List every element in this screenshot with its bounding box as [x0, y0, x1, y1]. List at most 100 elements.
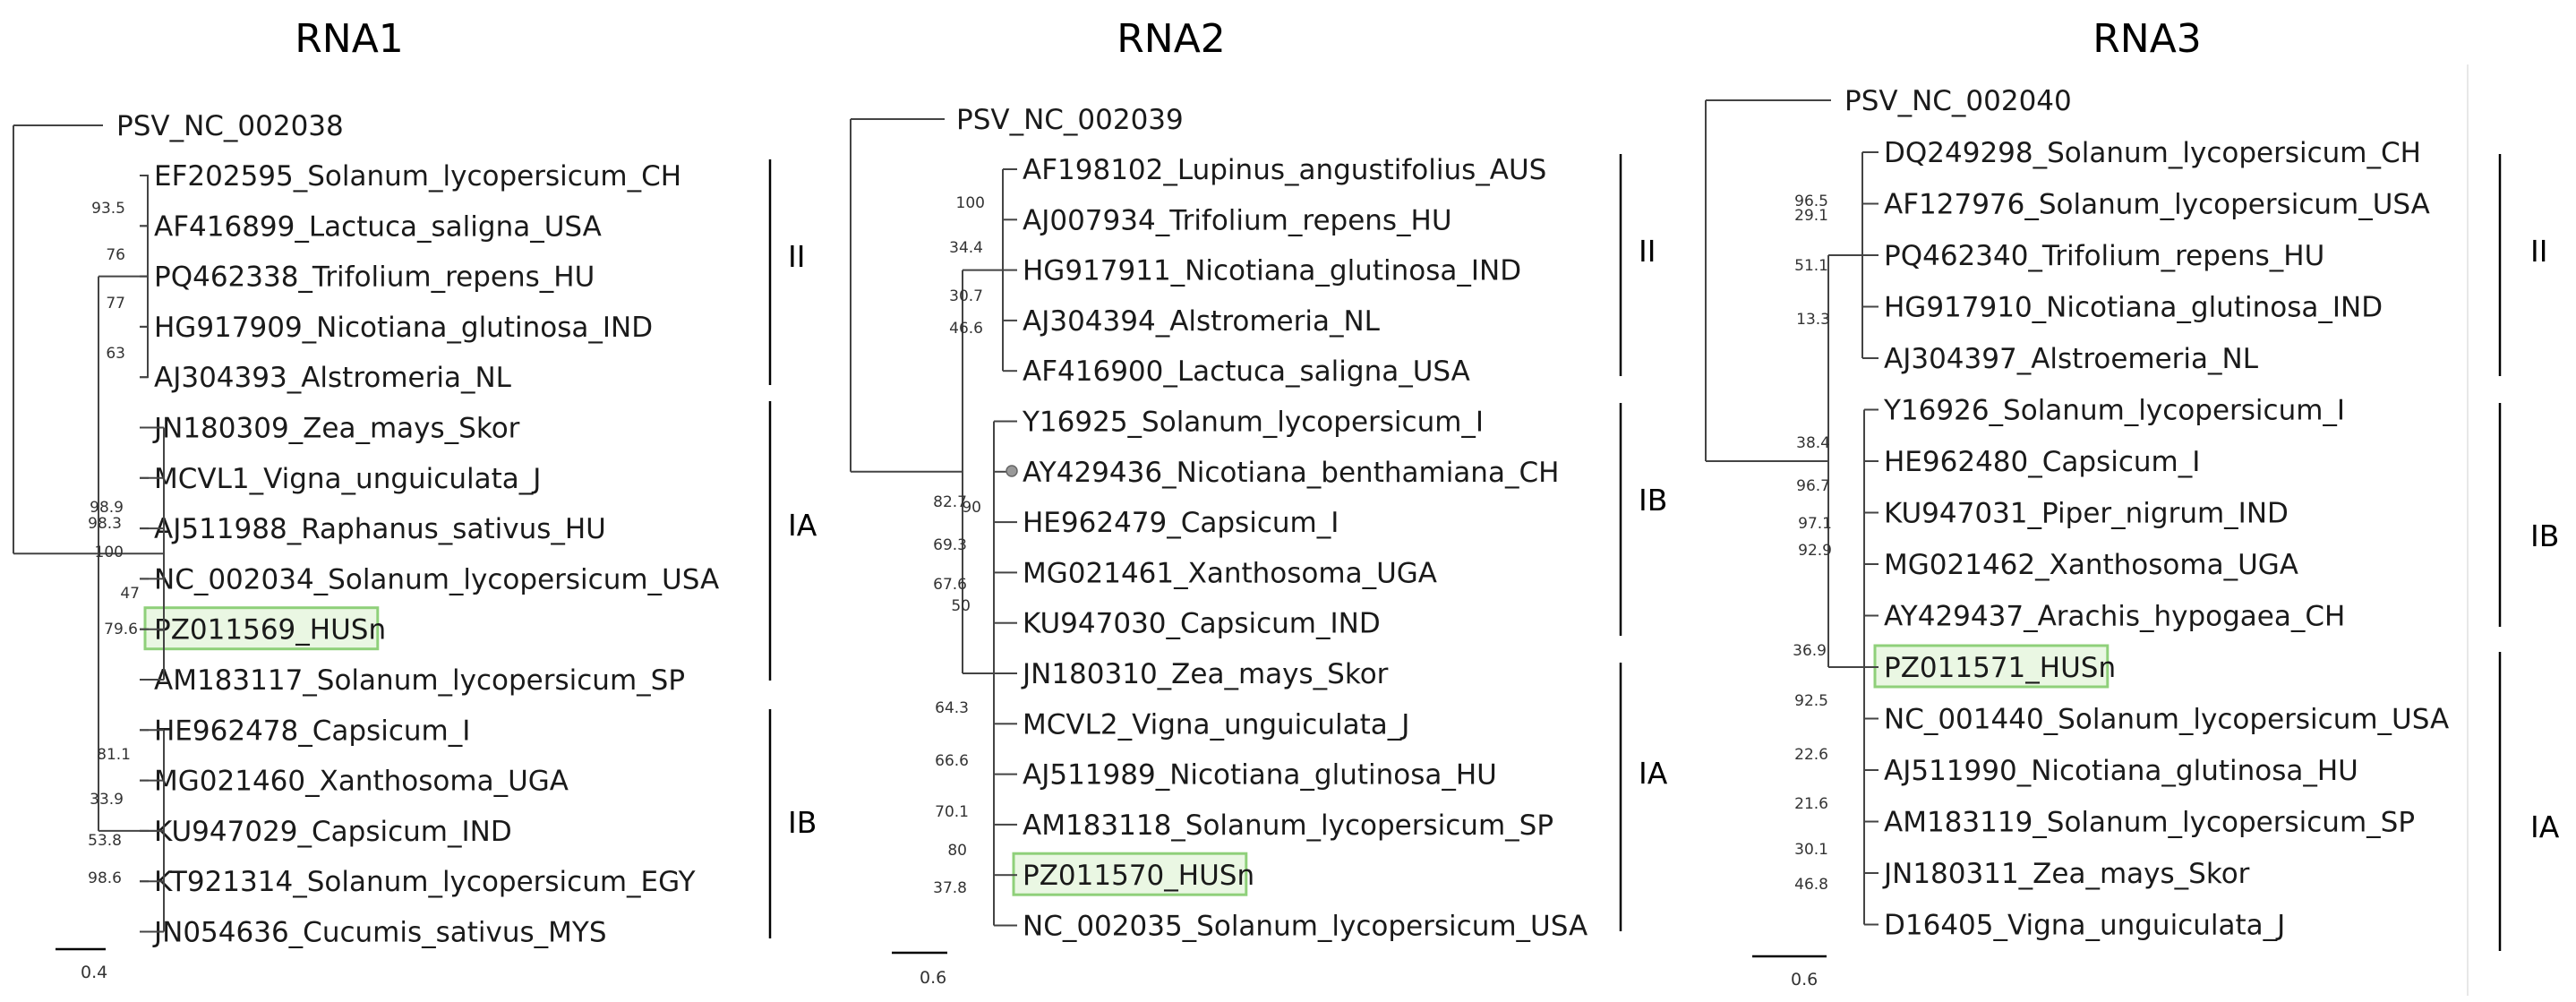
panel-1-scale-label: 0.4 [81, 963, 107, 982]
panel-3-tip-label: AJ304397_Alstroemeria_NL [1884, 343, 2259, 375]
panel-1-bootstrap-value: 77 [106, 295, 125, 313]
panel-1-tip-label: AM183117_Solanum_lycopersicum_SP [154, 664, 685, 697]
panel-1-bootstrap-value: 47 [120, 585, 140, 603]
panel-3-clade-label: IB [2530, 518, 2559, 553]
panel-2-tip-label: AM183118_Solanum_lycopersicum_SP [1023, 809, 1553, 842]
panel-2-tip-label: HE962479_Capsicum_I [1023, 507, 1339, 539]
panel-2-bootstrap-value: 64.3 [935, 699, 969, 717]
panel-3-tip-label: AJ511990_Nicotiana_glutinosa_HU [1884, 755, 2358, 787]
panel-3-clade-label: IA [2530, 809, 2560, 844]
panel-2-bootstrap-value: 69.3 [933, 536, 967, 554]
panel-3-bootstrap-value: 22.6 [1794, 746, 1828, 764]
panel-3-title: RNA3 [2092, 16, 2202, 62]
panel-2-bootstrap-value: 30.7 [949, 287, 983, 305]
panel-2-bootstrap-value: 37.8 [933, 879, 967, 897]
panel-3-bootstrap-value: 92.5 [1794, 692, 1828, 710]
panel-1-highlight-box [143, 606, 380, 651]
panel-2-scale-label: 0.6 [920, 968, 946, 988]
panel-2-highlight-box [1012, 852, 1248, 896]
panel-1-tip-label: PQ462338_Trifolium_repens_HU [154, 261, 595, 294]
panel-2-tip-label: JN180310_Zea_mays_Skor [1021, 658, 1389, 690]
panel-1-tip-label: JN054636_Cucumis_sativus_MYS [152, 917, 607, 949]
panel-1-tip-label: MCVL1_Vigna_unguiculata_J [154, 463, 541, 495]
panel-3-tip-label: D16405_Vigna_unguiculata_J [1884, 910, 2285, 942]
panel-2-node-marker [1006, 465, 1018, 477]
panel-3-bootstrap-value: 21.6 [1794, 795, 1828, 813]
panel-2-bootstrap-value: 66.6 [935, 752, 969, 770]
panel-3-outgroup-label: PSV_NC_002040 [1844, 85, 2072, 117]
panel-3-tip-label: PQ462340_Trifolium_repens_HU [1884, 240, 2324, 272]
panel-3-clade-label: II [2530, 234, 2547, 269]
panel-1-bootstrap-value: 63 [106, 345, 125, 363]
panel-2-bootstrap-value: 90 [962, 499, 981, 517]
panel-3-tip-label: AF127976_Solanum_lycopersicum_USA [1884, 189, 2430, 221]
panel-1-bootstrap-value: 79.6 [104, 621, 138, 638]
panel-3-tip-label: DQ249298_Solanum_lycopersicum_CH [1884, 137, 2421, 169]
panel-2-tip-label: HG917911_Nicotiana_glutinosa_IND [1023, 255, 1521, 287]
panel-3-tip-label: PZ011571_HUSn [1884, 652, 2116, 684]
panel-3-bootstrap-value: 30.1 [1794, 841, 1828, 859]
panel-3-bootstrap-value: 38.4 [1796, 434, 1830, 452]
panel-2-title: RNA2 [1117, 16, 1226, 62]
panel-3-highlight-box [1873, 644, 2110, 689]
panel-1-tip-label: PZ011569_HUSn [154, 614, 386, 647]
panel-1-tip-label: KT921314_Solanum_lycopersicum_EGY [154, 866, 696, 898]
panel-2-clade-label: II [1639, 234, 1656, 269]
panel-1-tip-label: AJ511988_Raphanus_sativus_HU [154, 513, 606, 545]
panel-2-tip-label: Y16925_Solanum_lycopersicum_I [1022, 407, 1484, 439]
panel-3-bootstrap-value: 97.1 [1798, 515, 1832, 533]
panel-3-tip-label: HE962480_Capsicum_I [1884, 446, 2200, 478]
panel-1-bootstrap-value: 93.5 [91, 200, 125, 218]
panel-3-tip-label: NC_001440_Solanum_lycopersicum_USA [1884, 704, 2449, 736]
panel-1-title: RNA1 [295, 16, 404, 62]
panel-2-bootstrap-value: 82.7 [933, 493, 967, 511]
panel-1-outgroup-label: PSV_NC_002038 [116, 110, 344, 142]
panel-1-tip-label: EF202595_Solanum_lycopersicum_CH [154, 160, 681, 193]
panel-2-tip-label: AF198102_Lupinus_angustifolius_AUS [1023, 154, 1546, 186]
panel-3-tip-label: MG021462_Xanthosoma_UGA [1884, 549, 2298, 581]
panel-1-tip-label: AF416899_Lactuca_saligna_USA [154, 210, 602, 243]
panel-3-bootstrap-value: 51.1 [1794, 257, 1828, 275]
panel-1-clade-label: IB [788, 805, 817, 840]
panel-2-tip-label: MCVL2_Vigna_unguiculata_J [1023, 708, 1409, 741]
panel-2-bootstrap-value: 100 [956, 194, 985, 212]
panel-2-clade-label: IB [1639, 483, 1667, 518]
panel-3-bootstrap-value: 96.7 [1796, 477, 1830, 495]
panel-3-bootstrap-value: 36.9 [1793, 642, 1827, 660]
panel-1-bootstrap-value: 100 [95, 544, 124, 561]
panel-1-tip-label: JN180309_Zea_mays_Skor [152, 413, 520, 445]
panel-2-bootstrap-value: 34.4 [949, 239, 983, 257]
panel-3-scale-label: 0.6 [1791, 970, 1818, 989]
panel-3-tip-label: Y16926_Solanum_lycopersicum_I [1883, 395, 2345, 427]
panel-3-bootstrap-value: 13.3 [1796, 311, 1830, 329]
panel-1-tip-label: MG021460_Xanthosoma_UGA [154, 766, 569, 798]
panel-1-tip-label: HG917909_Nicotiana_glutinosa_IND [154, 312, 653, 344]
panel-2-tip-label: MG021461_Xanthosoma_UGA [1023, 557, 1437, 589]
panel-2-tip-label: AF416900_Lactuca_saligna_USA [1023, 355, 1470, 388]
panel-2-tip-label: PZ011570_HUSn [1023, 860, 1254, 892]
panel-2-bootstrap-value: 67.6 [933, 576, 967, 594]
panel-3-bootstrap-value: 96.5 [1794, 193, 1828, 210]
panel-2-bootstrap-value: 70.1 [935, 803, 969, 821]
panel-2-tip-label: AJ511989_Nicotiana_glutinosa_HU [1023, 759, 1497, 792]
panel-2-tip-label: AY429436_Nicotiana_benthamiana_CH [1023, 457, 1559, 489]
panel-1-bootstrap-value: 76 [106, 246, 125, 264]
panel-3-bootstrap-value: 92.9 [1798, 542, 1832, 560]
panel-1-clade-label: II [788, 239, 805, 274]
panel-1-bootstrap-value: 98.9 [90, 499, 124, 517]
panel-2-bootstrap-value: 46.6 [949, 320, 983, 338]
panel-3-tip-label: KU947031_Piper_nigrum_IND [1884, 498, 2289, 530]
panel-1-tip-label: NC_002034_Solanum_lycopersicum_USA [154, 563, 719, 595]
panel-2-tip-label: KU947030_Capsicum_IND [1023, 608, 1381, 640]
panel-2-tip-label: NC_002035_Solanum_lycopersicum_USA [1023, 911, 1588, 943]
panel-2-tip-label: AJ007934_Trifolium_repens_HU [1023, 204, 1452, 236]
panel-1-bootstrap-value: 81.1 [97, 746, 131, 764]
panel-3-bootstrap-value: 29.1 [1794, 207, 1828, 225]
panel-2-tip-label: AJ304394_Alstromeria_NL [1023, 305, 1381, 338]
panel-2-bootstrap-value: 50 [951, 597, 971, 615]
panel-1-tip-label: KU947029_Capsicum_IND [154, 816, 512, 848]
panel-1-clade-label: IA [788, 508, 817, 543]
panel-1-tip-label: HE962478_Capsicum_I [154, 715, 470, 747]
